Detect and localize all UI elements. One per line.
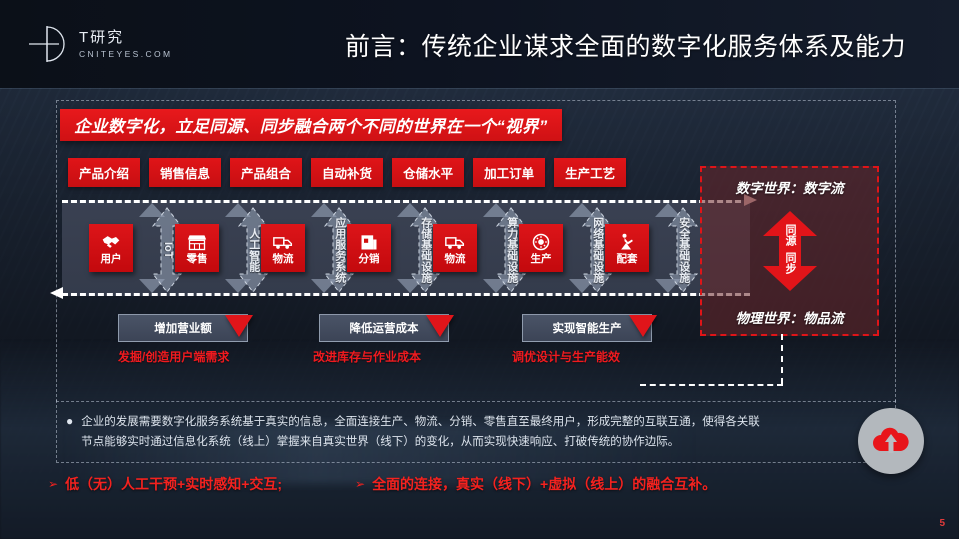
outcome-title: 降低运营成本: [349, 323, 419, 335]
connector-label: 存储基础设施: [419, 217, 432, 283]
outcome-subtitle: 改进库存与作业成本: [313, 350, 422, 364]
header-divider: [0, 88, 959, 89]
outcome-marker-icon: [225, 315, 253, 337]
node-distribution[interactable]: 分销: [347, 224, 391, 272]
truck-icon: [445, 236, 465, 249]
tag-chip[interactable]: 生产工艺: [554, 158, 627, 187]
tag-chip[interactable]: 产品介绍: [68, 158, 141, 187]
sync-words: 同源 同步: [784, 224, 796, 274]
node-label: 分销: [358, 252, 380, 265]
summary-paragraph: ● 企业的发展需要数字化服务系统基于真实的信息，全面连接生产、物流、分销、零售直…: [66, 412, 766, 452]
connector-label: IoT: [161, 241, 174, 259]
brand-logo: T研究 CNITEYES.COM: [25, 22, 173, 66]
banner-text: 企业数字化，立足同源、同步融合两个不同的世界在一个“视界”: [74, 118, 548, 136]
node-label: 用户: [100, 252, 122, 265]
connector-label: 安全基础设施: [677, 217, 690, 283]
node-retail[interactable]: 零售: [175, 224, 219, 272]
outcome-subtitle: 调优设计与生产能效: [512, 350, 621, 364]
cloud-upload-icon: [873, 427, 909, 453]
tag-row: 产品介绍 销售信息 产品组合 自动补货 仓储水平 加工订单 生产工艺: [68, 158, 627, 187]
node-label: 物流: [444, 252, 466, 265]
outcome-title: 增加营业额: [154, 323, 212, 335]
node-logistics-2[interactable]: 物流: [433, 224, 477, 272]
node-logistics-1[interactable]: 物流: [261, 224, 305, 272]
flow-band-bottom-triangles: [62, 279, 750, 293]
footer-bullet-2: ➢ 全面的连接，真实（线下）+虚拟（线上）的融合互补。: [355, 474, 716, 494]
chevron-right-icon: ➢: [355, 477, 366, 491]
physical-world-label: 物理世界：物品流: [735, 311, 844, 326]
footer-bullet-text: 全面的连接，真实（线下）+虚拟（线上）的融合互补。: [372, 476, 717, 492]
footer-bullet-1: ➢ 低（无）人工干预+实时感知+交互;: [48, 474, 282, 494]
bullet-dot-icon: ●: [66, 414, 74, 428]
connector-label: 算力基础设施: [505, 217, 518, 283]
brand-text: T研究 CNITEYES.COM: [79, 30, 173, 59]
outcome-marker-icon: [629, 315, 657, 337]
banner-headline: 企业数字化，立足同源、同步融合两个不同的世界在一个“视界”: [60, 109, 562, 141]
worker-icon: [621, 233, 633, 250]
node-label: 零售: [186, 252, 208, 265]
digital-flow-line: [62, 200, 750, 203]
tag-chip[interactable]: 自动补货: [311, 158, 384, 187]
connector-label: 人工智能: [247, 228, 260, 272]
footer-bullet-text: 低（无）人工干预+实时感知+交互;: [65, 476, 283, 492]
diagram-container: [56, 100, 896, 402]
tag-chip[interactable]: 销售信息: [149, 158, 222, 187]
node-label: 配套: [616, 252, 638, 265]
logo-mark-icon: [25, 22, 69, 66]
background-streak: [0, 339, 959, 539]
tag-chip[interactable]: 产品组合: [230, 158, 303, 187]
panel-connector-vertical: [781, 334, 783, 384]
slide-header: T研究 CNITEYES.COM 前言：传统企业谋求全面的数字化服务体系及能力: [0, 0, 959, 88]
truck-icon: [273, 236, 293, 249]
node-support[interactable]: 配套: [605, 224, 649, 272]
world-sync-panel: 数字世界：数字流 同源 同步 物理世界：物品流: [700, 166, 879, 336]
cloud-badge: [858, 408, 924, 474]
page-title: 前言：传统企业谋求全面的数字化服务体系及能力: [345, 33, 907, 61]
handshake-icon: [102, 235, 120, 248]
outcome-title: 实现智能生产: [552, 323, 622, 335]
outcome-marker-icon: [426, 315, 454, 337]
node-production[interactable]: 生产: [519, 224, 563, 272]
chevron-right-icon: ➢: [48, 477, 59, 491]
node-label: 生产: [530, 252, 552, 265]
summary-text: 企业的发展需要数字化服务系统基于真实的信息，全面连接生产、物流、分销、零售直至最…: [81, 416, 760, 449]
panel-connector-horizontal: [640, 384, 783, 386]
storefront-icon: [187, 235, 207, 250]
tag-chip[interactable]: 仓储水平: [392, 158, 465, 187]
connector-security: 安全基础设施: [666, 206, 700, 294]
page-number: 5: [939, 518, 945, 529]
sync-word-origin: 同源: [784, 224, 796, 246]
brand-domain: CNITEYES.COM: [79, 48, 173, 59]
background-streak-secondary: [60, 424, 700, 484]
physical-flow-arrowhead-icon: [50, 287, 63, 299]
gear-cycle-icon: [532, 233, 550, 250]
physical-flow-line: [62, 293, 750, 296]
sync-double-arrow-icon: [759, 210, 821, 292]
node-user[interactable]: 用户: [89, 224, 133, 272]
connector-label: 网络基础设施: [591, 217, 604, 283]
flow-band-top-triangles: [62, 203, 750, 217]
tag-chip[interactable]: 加工订单: [473, 158, 546, 187]
sync-word-step: 同步: [784, 252, 796, 274]
brand-name-cn: T研究: [79, 28, 125, 46]
connector-label: 应用服务系统: [333, 217, 346, 283]
digital-world-label: 数字世界：数字流: [735, 181, 844, 196]
outcome-subtitle: 发掘/创造用户端需求: [118, 350, 230, 364]
warehouse-box-icon: [361, 235, 377, 250]
node-label: 物流: [272, 252, 294, 265]
